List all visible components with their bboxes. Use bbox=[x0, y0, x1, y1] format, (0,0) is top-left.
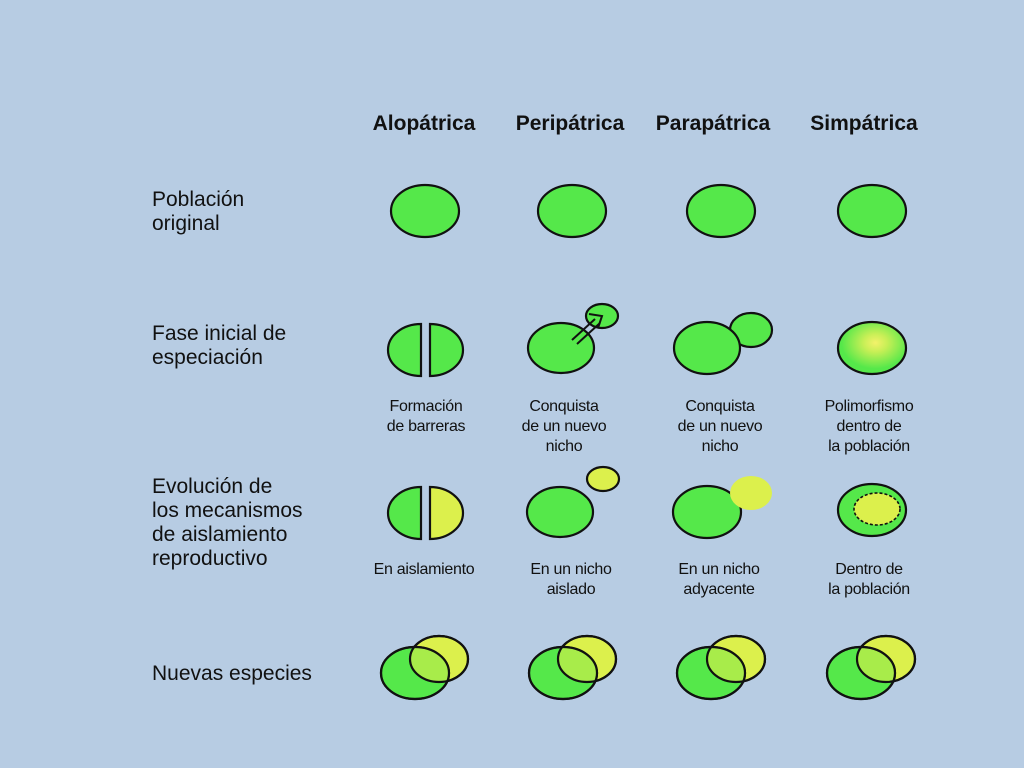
row-label-fase-inicial: Fase inicial de especiación bbox=[152, 322, 287, 369]
isolated-right-half bbox=[428, 485, 465, 541]
row-label-poblacion-original: Población original bbox=[152, 188, 245, 235]
caption-en-aislamiento: En aislamiento bbox=[373, 561, 475, 578]
column-header-peripatrica: Peripátrica bbox=[515, 112, 625, 135]
column-header-alopatrica: Alopátrica bbox=[372, 112, 476, 135]
peripatric-evolved-small bbox=[585, 465, 621, 493]
parapatric-evolved-main bbox=[671, 484, 743, 540]
peripatric-main-circle bbox=[526, 321, 596, 375]
dispersal-arrow bbox=[571, 318, 596, 341]
polymorphism-circle bbox=[836, 320, 908, 376]
sympatric-evolved-inner bbox=[853, 492, 901, 526]
split-left-half bbox=[386, 322, 423, 378]
parapatric-evolved-small bbox=[730, 476, 772, 510]
isolated-left-half bbox=[386, 485, 423, 541]
caption-polimorfismo: Polimorfismo dentro de la población bbox=[824, 398, 914, 455]
new-species-peripatrica bbox=[527, 634, 618, 701]
population-circle-alopatrica bbox=[389, 183, 461, 239]
caption-dentro-poblacion: Dentro de la población bbox=[828, 561, 910, 598]
caption-formacion-barreras: Formación de barreras bbox=[386, 398, 466, 435]
peripatric-evolved-main bbox=[525, 485, 595, 539]
column-header-parapatrica: Parapátrica bbox=[655, 112, 771, 135]
caption-conquista-nicho-peripatrica: Conquista de un nuevo nicho bbox=[521, 398, 607, 455]
parapatric-main-circle bbox=[672, 320, 742, 376]
new-species-simpatrica bbox=[825, 634, 917, 701]
split-right-half bbox=[428, 322, 465, 378]
population-circle-parapatrica bbox=[685, 183, 757, 239]
row-label-evolucion-aislamiento: Evolución de los mecanismos de aislamien… bbox=[152, 475, 303, 570]
population-circle-peripatrica bbox=[536, 183, 608, 239]
new-species-alopatrica bbox=[379, 634, 470, 701]
row-label-nuevas-especies: Nuevas especies bbox=[152, 662, 312, 685]
new-species-parapatrica bbox=[675, 634, 767, 701]
caption-nicho-adyacente: En un nicho adyacente bbox=[678, 561, 760, 598]
caption-nicho-aislado: En un nicho aislado bbox=[530, 561, 612, 598]
column-header-simpatrica: Simpátrica bbox=[810, 112, 918, 135]
population-circle-simpatrica bbox=[836, 183, 908, 239]
caption-conquista-nicho-parapatrica: Conquista de un nuevo nicho bbox=[677, 398, 763, 455]
